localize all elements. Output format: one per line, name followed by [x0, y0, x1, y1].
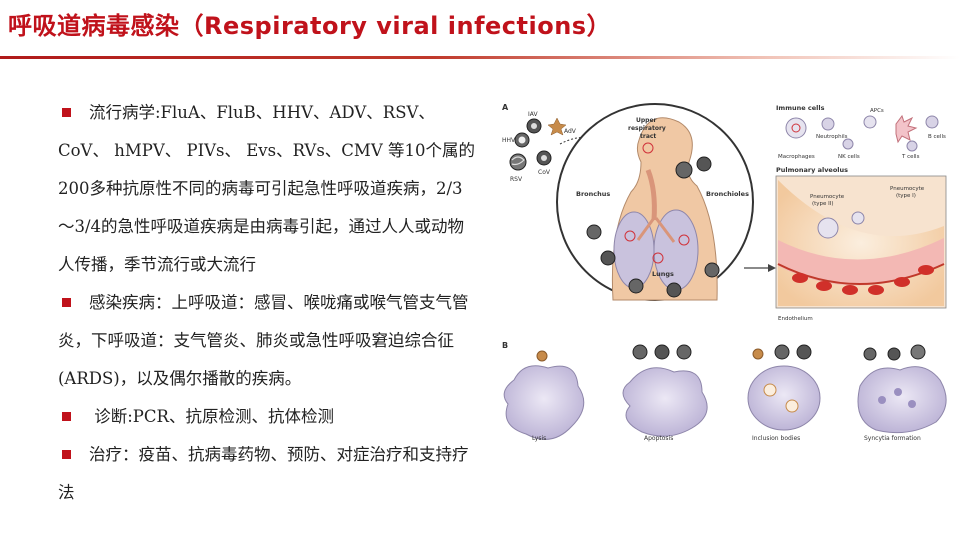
nk-cell-icon — [842, 138, 854, 150]
immune-cells-title: Immune cells — [776, 104, 825, 112]
neutrophil-icon — [821, 117, 835, 131]
pneumocyte-ii-type: (type II) — [812, 201, 834, 207]
t-cell-icon — [906, 140, 918, 152]
neutrophils-label: Neutrophils — [816, 134, 848, 140]
apoptosis-label: Apoptosis — [644, 435, 673, 442]
inclusion-bodies-label: Inclusion bodies — [752, 435, 800, 442]
bullet-list: 流行病学:FluA、FluB、HHV、ADV、RSV、CoV、 hMPV、 PI… — [58, 94, 478, 512]
bullet-text: 感染疾病：上呼吸道：感冒、喉咙痛或喉气管支气管炎，下呼吸道：支气管炎、肺炎或急性… — [58, 293, 469, 388]
lysis-cell-icon — [503, 365, 585, 440]
pneumocyte-ii-label: Pneumocyte — [810, 194, 845, 200]
iav-label: IAV — [528, 111, 538, 118]
bullet-text: 诊断:PCR、抗原检测、抗体检测 — [89, 407, 334, 426]
pneumocyte-i-type: (type I) — [896, 193, 916, 199]
lysis-label: Lysis — [532, 435, 546, 442]
lungs-label: Lungs — [652, 270, 674, 278]
nk-cells-label: NK cells — [838, 154, 860, 160]
apoptosis-cell-icon — [622, 367, 708, 437]
upper-label: Upper — [636, 117, 657, 124]
tract-label: tract — [640, 133, 656, 140]
t-cells-label: T cells — [901, 154, 920, 160]
panel-b-label: B — [502, 341, 508, 350]
infection-outcomes: Lysis Apoptosis Inclusion bodies Syncyti… — [503, 344, 947, 442]
bronchus-label: Bronchus — [576, 190, 610, 198]
hhv-label: HHV — [502, 137, 516, 144]
pneumocyte-i-label: Pneumocyte — [890, 186, 925, 192]
bullet-square-icon — [62, 412, 71, 421]
bullet-diagnosis: 诊断:PCR、抗原检测、抗体检测 — [58, 398, 478, 436]
bullet-square-icon — [62, 108, 71, 117]
bullet-text: 治疗：疫苗、抗病毒药物、预防、对症治疗和支持疗法 — [58, 445, 469, 502]
adv-label: AdV — [564, 128, 577, 135]
adv-virus-icon — [547, 117, 567, 136]
respiratory-tract-illustration: Upper respiratory tract Bronchus Bronchi… — [556, 103, 754, 301]
syncytia-cell-icon — [857, 366, 947, 434]
bullet-treatment: 治疗：疫苗、抗病毒药物、预防、对症治疗和支持疗法 — [58, 436, 478, 512]
arrow-to-alveolus-icon — [768, 264, 776, 272]
respiratory-label: respiratory — [628, 125, 666, 132]
endothelium-label: Endothelium — [778, 316, 813, 322]
bullet-text: 流行病学:FluA、FluB、HHV、ADV、RSV、CoV、 hMPV、 PI… — [58, 103, 475, 274]
bronchioles-label: Bronchioles — [706, 190, 749, 198]
bullet-square-icon — [62, 450, 71, 459]
macrophage-icon — [785, 117, 807, 139]
title-underline — [0, 56, 960, 59]
syncytia-label: Syncytia formation — [864, 435, 921, 442]
cov-label: CoV — [538, 169, 551, 176]
apcs-label: APCs — [870, 108, 884, 114]
b-cell-icon — [925, 115, 939, 129]
b-cells-label: B cells — [928, 134, 946, 140]
macrophages-label: Macrophages — [778, 154, 815, 160]
apc-icon — [863, 115, 877, 129]
dendritic-cell-icon — [895, 114, 918, 144]
bullet-diseases: 感染疾病：上呼吸道：感冒、喉咙痛或喉气管支气管炎，下呼吸道：支气管炎、肺炎或急性… — [58, 284, 478, 398]
alveolus-panel: Pulmonary alveolus Pneumocyte (type II) … — [775, 166, 947, 322]
slide-title: 呼吸道病毒感染（Respiratory viral infections） — [8, 12, 612, 40]
alveolus-title: Pulmonary alveolus — [776, 166, 848, 174]
inclusion-bodies-cell-icon — [747, 365, 821, 431]
infection-figure: A IAV AdV HHV RSV CoV Upper respiratory … — [502, 103, 947, 442]
bullet-epidemiology: 流行病学:FluA、FluB、HHV、ADV、RSV、CoV、 hMPV、 PI… — [58, 94, 478, 284]
rsv-label: RSV — [510, 176, 523, 183]
bullet-square-icon — [62, 298, 71, 307]
immune-cells-panel: Immune cells APCs Neutrophils B cells Ma… — [776, 104, 946, 160]
panel-a-label: A — [502, 103, 509, 112]
